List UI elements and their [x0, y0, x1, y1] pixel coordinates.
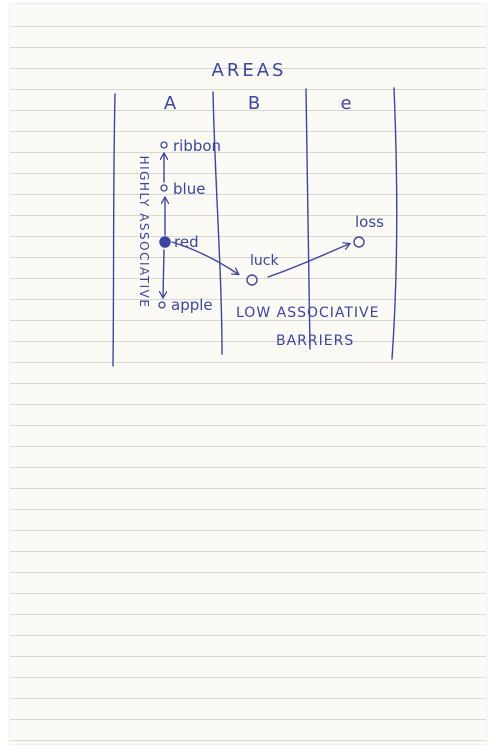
node-loss-dot — [353, 236, 365, 248]
notebook-page: AREAS A B e HIGHLY ASSOCIATIVE ribbon bl… — [10, 4, 486, 744]
diagram-title: AREAS — [212, 60, 287, 81]
column-label-c: e — [340, 93, 351, 114]
column-label-b: B — [248, 93, 260, 114]
node-luck-label: luck — [250, 253, 279, 269]
column-line-left — [112, 93, 116, 367]
sketch-diagram: AREAS A B e HIGHLY ASSOCIATIVE ribbon bl… — [112, 60, 398, 367]
column-label-a: A — [164, 93, 177, 114]
node-apple-label: apple — [171, 296, 213, 314]
node-blue-label: blue — [173, 180, 205, 198]
arrow-red-to-apple — [163, 249, 164, 297]
node-blue-dot — [160, 184, 168, 192]
node-apple-dot — [158, 301, 166, 309]
highly-associative-label: HIGHLY ASSOCIATIVE — [137, 156, 151, 309]
node-red-label: red — [174, 233, 199, 251]
node-luck-dot — [246, 274, 258, 286]
node-ribbon-dot — [160, 141, 168, 149]
column-line-right — [391, 87, 398, 360]
barrier-label-line1: LOW ASSOCIATIVE — [236, 305, 379, 321]
arrow-red-to-luck — [171, 241, 238, 274]
barrier-label-line2: BARRIERS — [276, 333, 354, 349]
node-loss-label: loss — [355, 213, 384, 231]
column-line-a-b — [212, 91, 223, 355]
node-ribbon-label: ribbon — [173, 137, 221, 155]
node-red-dot — [159, 236, 171, 248]
arrow-luck-to-loss — [267, 244, 349, 278]
column-line-b-c — [305, 88, 311, 350]
